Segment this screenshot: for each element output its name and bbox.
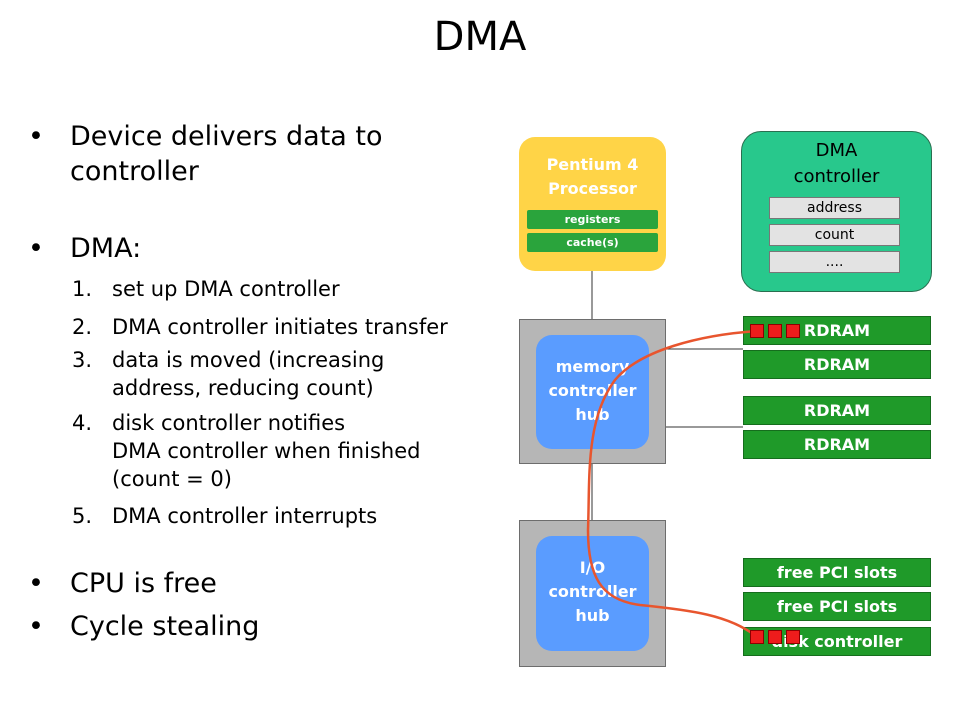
cpu-title: Pentium 4 Processor: [519, 153, 666, 201]
bullet-text: controller: [70, 156, 199, 187]
hub-label-line: memory: [555, 357, 630, 376]
io-controller-hub: I/O controller hub: [536, 536, 649, 651]
step-text: set up DMA controller: [112, 277, 340, 301]
rdram-module: RDRAM: [743, 396, 931, 425]
memory-controller-hub: memory controller hub: [536, 335, 649, 449]
dma-count-register: count: [769, 224, 900, 246]
hub-label-line: controller: [548, 381, 637, 400]
disk-data-block: [786, 630, 800, 644]
dma-more-registers: ....: [769, 251, 900, 273]
bullet-text: Cycle stealing: [70, 611, 260, 642]
pci-slot: free PCI slots: [743, 592, 931, 621]
dma-transfer-path: [586, 329, 758, 638]
bullet-text: CPU is free: [70, 568, 217, 599]
step-text: disk controller notifies: [112, 411, 346, 435]
hub-label-line: hub: [575, 405, 610, 424]
bullet-marker: •: [28, 121, 44, 152]
bullet-text: Device delivers data to: [70, 121, 383, 152]
cpu-registers: registers: [527, 210, 658, 229]
bullet-marker: •: [28, 611, 44, 642]
disk-data-block: [750, 630, 764, 644]
step-number: 4.: [72, 411, 93, 435]
bullet-text: DMA:: [70, 233, 142, 264]
disk-data-block: [768, 630, 782, 644]
dma-title-line: controller: [793, 166, 880, 187]
pentium-processor: Pentium 4 Processor registers cache(s): [519, 137, 666, 271]
dma-title: DMA controller: [742, 138, 931, 190]
step-number: 1.: [72, 277, 93, 301]
memory-data-block: [750, 324, 764, 338]
memory-data-block: [786, 324, 800, 338]
bullet-marker: •: [28, 233, 44, 264]
rdram-module: RDRAM: [743, 350, 931, 379]
cpu-cache: cache(s): [527, 233, 658, 252]
bullet-marker: •: [28, 568, 44, 599]
cpu-title-line: Pentium 4: [546, 155, 639, 174]
dma-title-line: DMA: [815, 140, 858, 161]
step-text: DMA controller interrupts: [112, 504, 378, 528]
step-text: (count = 0): [112, 467, 232, 491]
dma-address-register: address: [769, 197, 900, 219]
step-text: data is moved (increasing: [112, 348, 385, 372]
step-text: address, reducing count): [112, 376, 374, 400]
pci-slot: free PCI slots: [743, 558, 931, 587]
step-number: 2.: [72, 315, 93, 339]
step-text: DMA controller initiates transfer: [112, 315, 448, 339]
cpu-title-line: Processor: [548, 179, 637, 198]
memory-data-block: [768, 324, 782, 338]
step-text: DMA controller when finished: [112, 439, 421, 463]
hub-label-line: hub: [575, 606, 610, 625]
rdram-module: RDRAM: [743, 316, 931, 345]
dma-controller: DMA controller address count ....: [741, 131, 932, 292]
slide-title: DMA: [433, 14, 527, 60]
rdram-module: RDRAM: [743, 430, 931, 459]
step-number: 3.: [72, 348, 93, 372]
step-number: 5.: [72, 504, 93, 528]
